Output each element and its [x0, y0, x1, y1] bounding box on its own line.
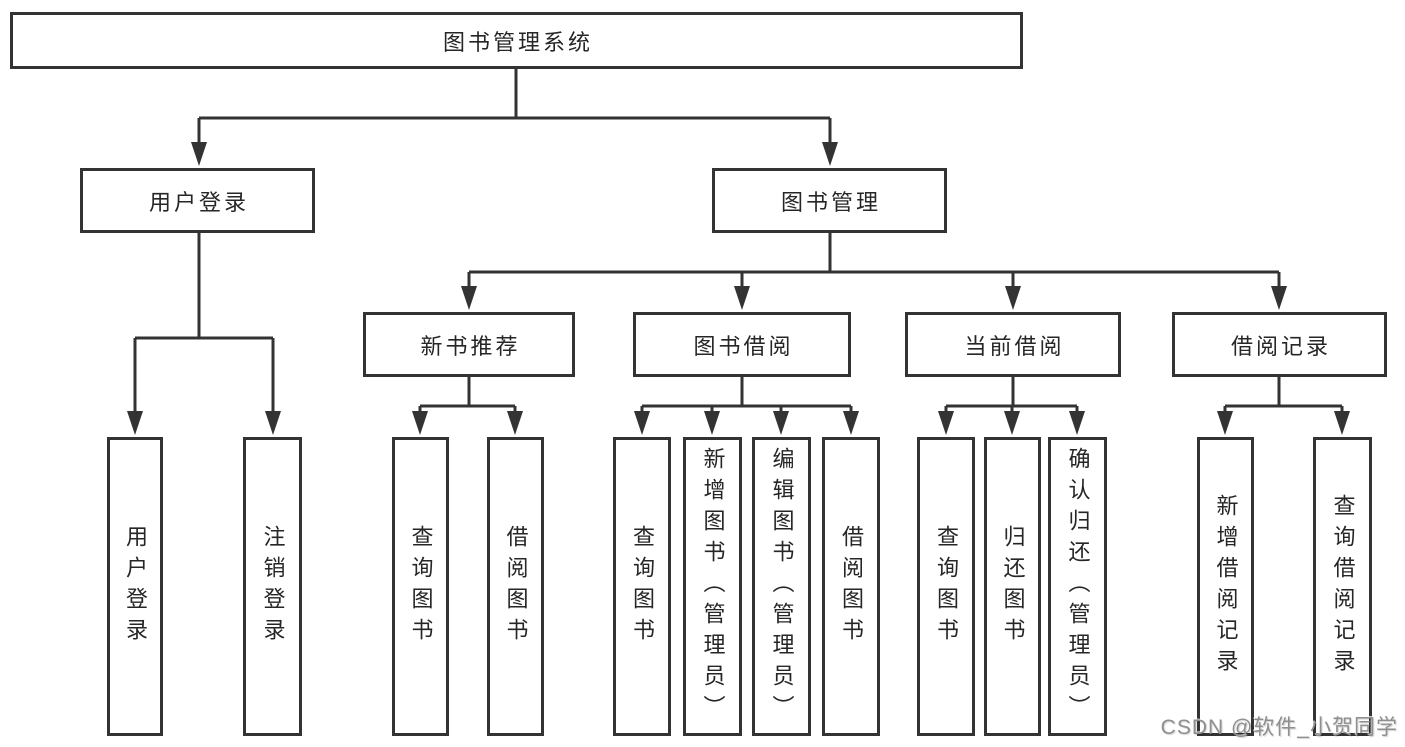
leaf-add-borrow-record: 新增借阅记录	[1197, 437, 1254, 736]
node-book-borrow: 图书借阅	[633, 312, 851, 377]
leaf-add-book-admin: 新增图书（管理员）	[683, 437, 742, 736]
node-borrow-records: 借阅记录	[1172, 312, 1387, 377]
leaf-borrow-books-recommend: 借阅图书	[487, 437, 544, 736]
node-label: 借阅记录	[1230, 333, 1331, 359]
node-label: 注销登录	[260, 524, 286, 649]
leaf-edit-book-admin: 编辑图书（管理员）	[752, 437, 811, 736]
connector-arrowheads	[127, 142, 1350, 435]
node-label: 用户登录	[123, 524, 148, 649]
node-library-system: 图书管理系统	[10, 12, 1023, 69]
node-label: 查询图书	[630, 524, 655, 649]
leaf-return-book: 归还图书	[984, 437, 1041, 736]
leaf-query-borrow-record: 查询借阅记录	[1313, 437, 1372, 736]
node-current-borrow: 当前借阅	[905, 312, 1121, 377]
node-label: 用户登录	[148, 189, 249, 215]
node-user-login: 用户登录	[80, 168, 315, 233]
node-label: 新增图书（管理员）	[700, 447, 726, 726]
node-label: 图书借阅	[693, 333, 794, 359]
node-label: 查询借阅记录	[1330, 493, 1356, 680]
leaf-query-books-recommend: 查询图书	[392, 437, 449, 736]
node-label: 图书管理系统	[442, 29, 593, 55]
node-label: 借阅图书	[839, 524, 864, 649]
node-label: 新增借阅记录	[1213, 493, 1239, 680]
node-label: 归还图书	[1000, 524, 1026, 649]
node-label: 编辑图书（管理员）	[769, 447, 795, 726]
node-label: 查询图书	[934, 524, 959, 649]
leaf-borrow-books: 借阅图书	[822, 437, 880, 736]
connector-segments	[133, 69, 1344, 415]
node-label: 新书推荐	[420, 333, 521, 359]
leaf-confirm-return-admin: 确认归还（管理员）	[1048, 437, 1107, 736]
node-book-management: 图书管理	[712, 168, 947, 233]
csdn-watermark: CSDN @软件_小贺同学	[1160, 716, 1398, 739]
node-label: 确认归还（管理员）	[1065, 447, 1091, 726]
node-label: 当前借阅	[964, 333, 1065, 359]
leaf-logout: 注销登录	[243, 437, 302, 736]
node-new-book-recommend: 新书推荐	[363, 312, 575, 377]
leaf-query-books-borrow: 查询图书	[613, 437, 671, 736]
leaf-query-books-current: 查询图书	[917, 437, 975, 736]
node-label: 查询图书	[408, 524, 434, 649]
node-label: 图书管理	[780, 189, 881, 215]
node-label: 借阅图书	[503, 524, 529, 649]
leaf-user-login: 用户登录	[107, 437, 163, 736]
